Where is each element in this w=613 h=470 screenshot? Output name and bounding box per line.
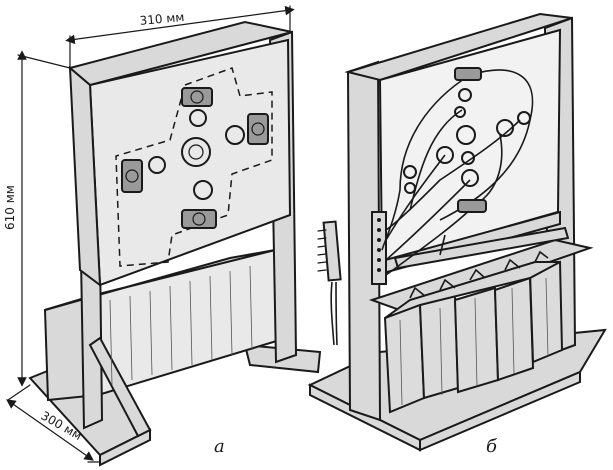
terminal-strip xyxy=(393,226,570,270)
socket-round xyxy=(193,180,213,200)
socket-plate xyxy=(181,209,217,229)
terminal-block-holes xyxy=(377,218,381,272)
socket-large xyxy=(181,137,211,167)
depth-dimension-line xyxy=(6,399,94,461)
battery xyxy=(418,293,460,400)
front-view-stand xyxy=(6,5,322,467)
socket-round xyxy=(189,109,207,127)
socket-plate xyxy=(247,113,269,145)
socket-round xyxy=(148,156,166,174)
battery xyxy=(383,303,426,414)
dashed-outline xyxy=(115,67,273,267)
battery-tops xyxy=(384,261,561,319)
width-dimension-line xyxy=(65,5,295,45)
socket-plate xyxy=(121,159,143,193)
socket-plate xyxy=(181,87,213,107)
frame-top xyxy=(344,12,573,82)
panel-left-edge xyxy=(68,65,102,288)
batteries xyxy=(383,250,564,414)
label-back-view: б xyxy=(486,436,498,457)
socket-round xyxy=(225,125,245,145)
width-dimension-label: 310 мм xyxy=(139,10,185,28)
lower-box-hatching xyxy=(109,265,253,386)
height-dimension-label: 610 мм xyxy=(3,185,17,230)
diagonal-brace xyxy=(88,336,152,438)
battery xyxy=(493,276,535,382)
battery xyxy=(528,260,564,364)
base-board-edge xyxy=(419,370,581,452)
back-components xyxy=(403,67,531,213)
label-front-view: а xyxy=(214,436,225,457)
panel-sockets xyxy=(121,87,269,229)
back-view-stand xyxy=(307,12,607,452)
multi-pin-plug xyxy=(317,220,342,346)
